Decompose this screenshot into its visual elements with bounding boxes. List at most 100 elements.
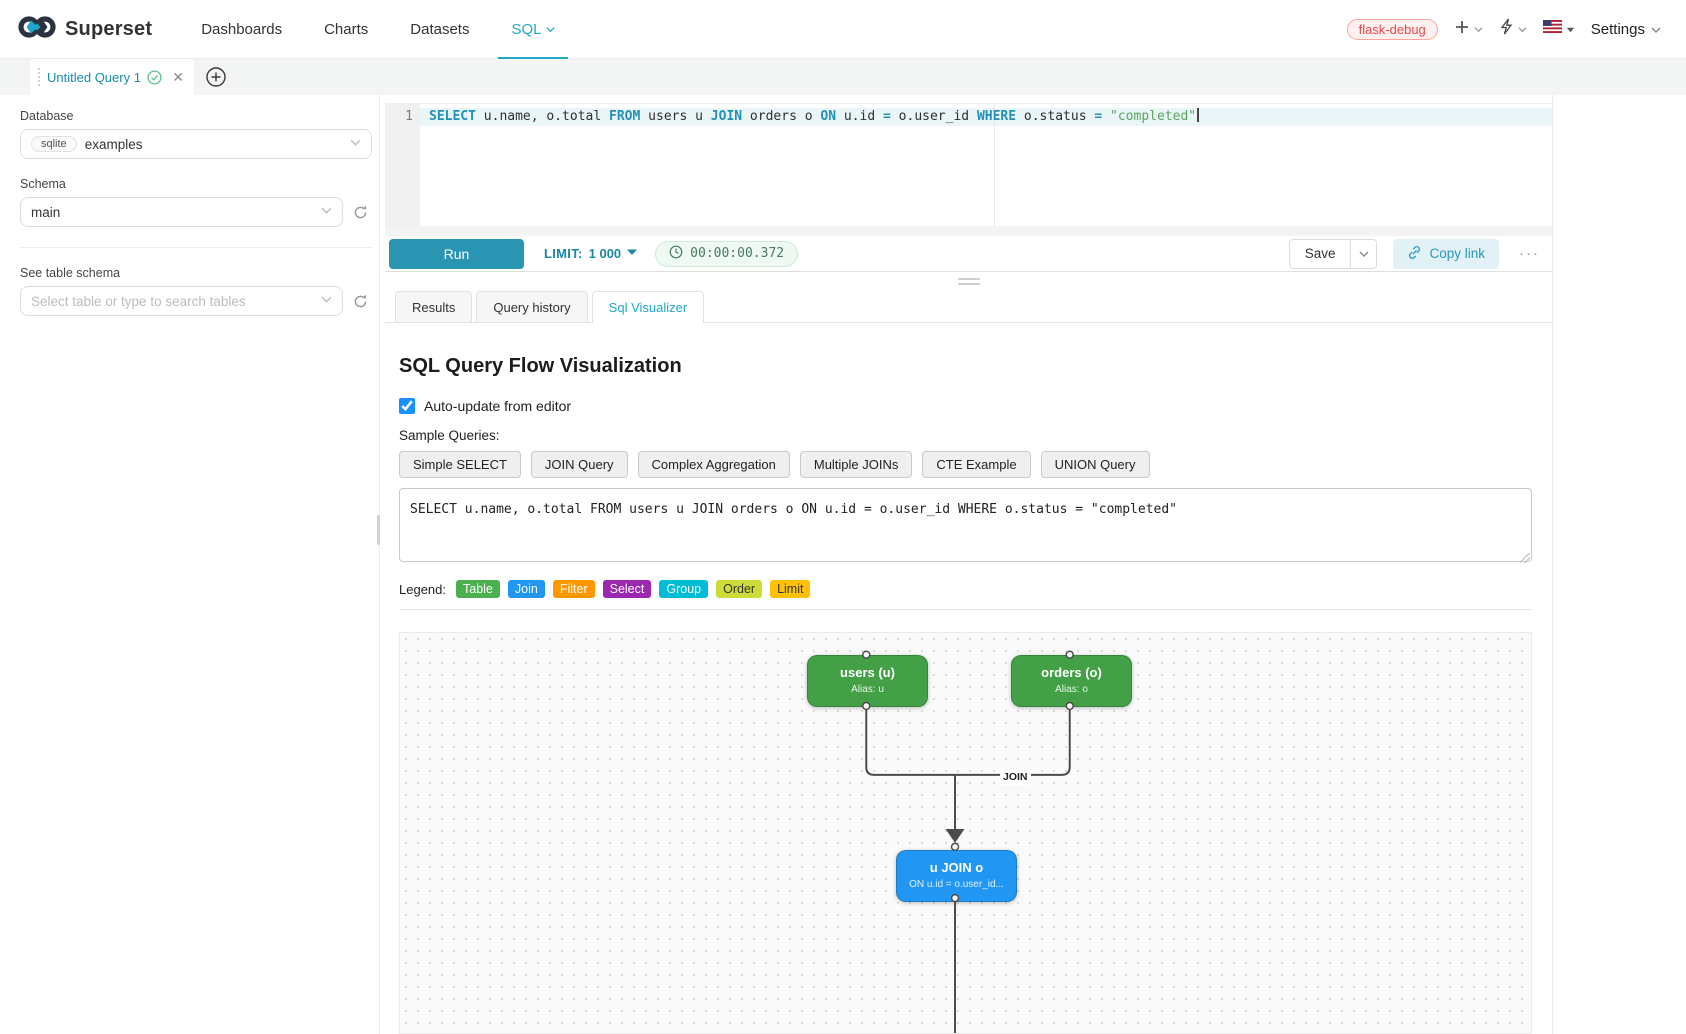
node-title: users (u) (840, 665, 895, 680)
sql-token: WHERE (976, 109, 1017, 124)
legend-badge-limit: Limit (770, 580, 811, 598)
flow-node-users[interactable]: users (u) Alias: u (807, 655, 928, 707)
database-engine-tag: sqlite (31, 136, 77, 152)
chevron-down-icon (1474, 25, 1483, 34)
new-item-button[interactable] (1454, 19, 1483, 40)
tab-results[interactable]: Results (395, 291, 473, 322)
sql-code-editor[interactable]: 1 SELECT u.name, o.total FROM users u JO… (385, 103, 1552, 226)
chevron-down-icon (1518, 25, 1527, 34)
table-schema-label: See table schema (20, 266, 121, 280)
refresh-tables-icon[interactable] (352, 293, 372, 310)
page-title: SQL Query Flow Visualization (399, 355, 682, 377)
sql-token: o.status (1016, 109, 1095, 124)
chevron-down-icon (1651, 25, 1661, 34)
copy-link-label: Copy link (1429, 246, 1485, 261)
sql-code-line: SELECT u.name, o.total FROM users u JOIN… (420, 108, 1552, 126)
schema-select[interactable]: main (20, 197, 343, 227)
navbar-right: flask-debug (1346, 18, 1686, 40)
caret-down-icon (1566, 25, 1575, 34)
flow-node-join[interactable]: u JOIN o ON u.id = o.user_id... (896, 850, 1017, 902)
query-input[interactable]: SELECT u.name, o.total FROM users u JOIN… (399, 488, 1532, 562)
chevron-down-icon (350, 135, 361, 153)
close-tab-icon[interactable]: ✕ (172, 69, 184, 85)
nav-item-charts[interactable]: Charts (324, 20, 369, 38)
save-options-caret[interactable] (1351, 238, 1378, 269)
sql-token: ON (820, 109, 837, 124)
sample-query-button-complex-aggregation[interactable]: Complex Aggregation (637, 451, 790, 478)
superset-logo[interactable]: Superset (0, 14, 152, 45)
more-actions-button[interactable]: ··· (1519, 245, 1540, 262)
sql-token: users u (640, 109, 711, 124)
save-button[interactable]: Save (1288, 238, 1352, 269)
schema-value: main (31, 204, 61, 220)
lightning-icon (1499, 18, 1514, 40)
sql-token: SELECT (429, 109, 476, 124)
copy-link-button[interactable]: Copy link (1393, 238, 1499, 269)
editor-gutter: 1 (385, 104, 420, 226)
query-tab-strip: Untitled Query 1 ✕ (0, 59, 1686, 95)
nav-item-datasets[interactable]: Datasets (410, 20, 470, 38)
panel-resize-handle[interactable] (957, 278, 980, 285)
nav-item-sql[interactable]: SQL (490, 0, 576, 59)
table-select[interactable]: Select table or type to search tables (20, 286, 343, 316)
auto-update-label: Auto-update from editor (424, 398, 572, 414)
active-line-highlight (420, 108, 1552, 126)
schema-label: Schema (20, 177, 66, 191)
refresh-schemas-icon[interactable] (352, 204, 372, 221)
query-tab-title: Untitled Query 1 (47, 69, 141, 85)
nav-item-dashboards[interactable]: Dashboards (201, 20, 283, 38)
new-query-tab-button[interactable] (205, 66, 227, 88)
sidebar-resize-handle[interactable] (377, 515, 380, 545)
tab-sql-visualizer[interactable]: Sql Visualizer (591, 291, 705, 323)
node-subtitle: Alias: u (851, 684, 884, 695)
sql-token: = (1094, 109, 1103, 124)
legend-badge-select: Select (602, 580, 652, 598)
drag-grip-icon[interactable] (38, 68, 40, 86)
sql-token: o.user_id (890, 109, 977, 124)
database-select[interactable]: sqlite examples (20, 129, 372, 159)
top-navbar: Superset Dashboards Charts Datasets SQL fla… (0, 0, 1686, 59)
editor-toolbar: Run LIMIT: 1 000 00:00:00.372 Save (385, 236, 1552, 271)
auto-update-checkbox[interactable] (399, 398, 415, 414)
environment-badge: flask-debug (1346, 18, 1438, 40)
sample-queries-label: Sample Queries: (399, 428, 500, 443)
join-edge-label: JOIN (1000, 770, 1031, 785)
timer-value: 00:00:00.372 (690, 246, 785, 261)
clock-icon (669, 245, 683, 263)
sample-query-button-multiple-joins[interactable]: Multiple JOINs (799, 451, 913, 478)
run-button[interactable]: Run (389, 238, 524, 269)
flow-edges (862, 650, 1074, 1033)
tab-query-history[interactable]: Query history (476, 291, 588, 322)
save-split-button: Save (1288, 238, 1378, 269)
sample-query-button-join-query[interactable]: JOIN Query (530, 451, 628, 478)
query-timer: 00:00:00.372 (655, 240, 799, 267)
line-number: 1 (405, 109, 413, 124)
settings-menu[interactable]: Settings (1591, 21, 1661, 38)
node-title: orders (o) (1041, 665, 1102, 680)
sql-token: JOIN (710, 109, 743, 124)
legend-badge-order: Order (716, 580, 763, 598)
chevron-down-icon (321, 203, 332, 221)
section-divider (399, 609, 1532, 610)
legend-badge-group: Group (659, 580, 709, 598)
flow-node-orders[interactable]: orders (o) Alias: o (1011, 655, 1132, 707)
node-subtitle: ON u.id = o.user_id... (909, 879, 1004, 890)
sql-visualizer-content: SQL Query Flow Visualization Auto-update… (385, 323, 1552, 1034)
brand-name: Superset (65, 17, 153, 40)
language-selector[interactable] (1542, 19, 1575, 38)
sample-query-buttons: Simple SELECT JOIN Query Complex Aggregati… (399, 451, 1532, 478)
sample-query-button-union-query[interactable]: UNION Query (1040, 451, 1150, 478)
flow-diagram-canvas[interactable]: users (u) Alias: u orders (o) Alias: o u… (399, 632, 1532, 1034)
query-tab[interactable]: Untitled Query 1 ✕ (30, 59, 194, 95)
legend-badge-filter: Filter (552, 580, 595, 598)
limit-value: 1 000 (588, 246, 622, 261)
sql-token: orders o (742, 109, 821, 124)
sql-lab-shortcut-button[interactable] (1499, 18, 1527, 40)
chevron-down-icon (546, 21, 556, 38)
sample-query-button-cte-example[interactable]: CTE Example (922, 451, 1031, 478)
limit-dropdown[interactable]: LIMIT: 1 000 (544, 246, 638, 261)
sample-query-button-simple-select[interactable]: Simple SELECT (399, 451, 521, 478)
sql-token: u.name, o.total (475, 109, 610, 124)
